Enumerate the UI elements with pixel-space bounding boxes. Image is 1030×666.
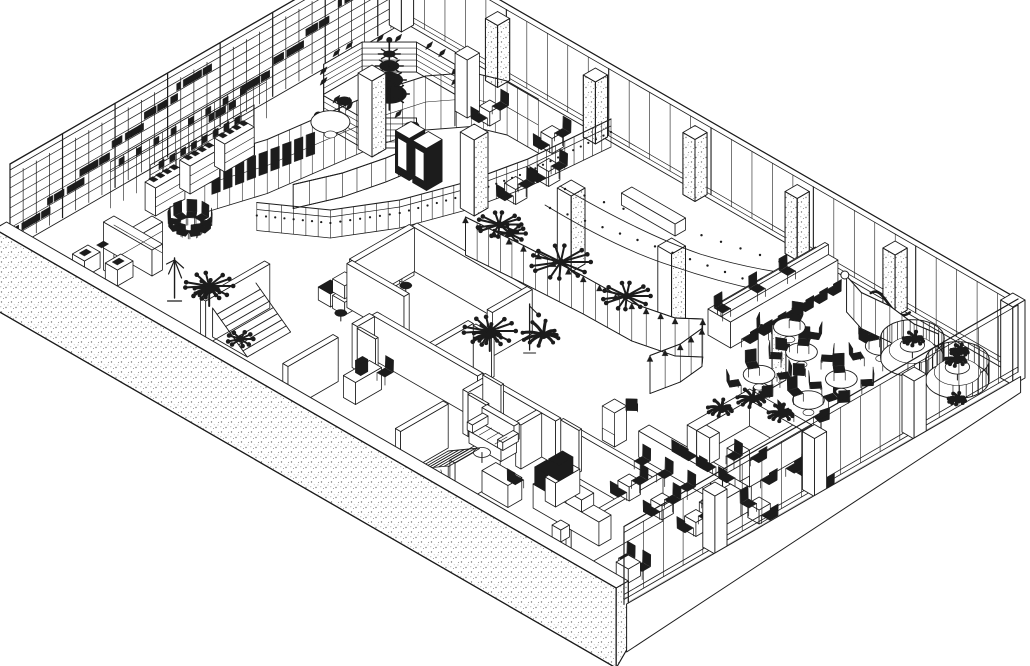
- nw-library-shelving-wall: [9, 0, 405, 251]
- window-bench: [621, 186, 686, 237]
- library-zone-furniture: [72, 88, 510, 302]
- kitchen-servery: [481, 450, 652, 584]
- umbrella-plant: [225, 329, 256, 349]
- vending-machines: [394, 121, 443, 191]
- hooded-chair: [601, 398, 639, 448]
- cafe-tables: [496, 115, 572, 205]
- palm-plant-b: [461, 314, 519, 352]
- floor-bush: [520, 318, 561, 348]
- library-inner-stacks: [110, 71, 267, 209]
- sw-plinth-wall: [0, 221, 629, 666]
- ne-glass-curtain-wall: [388, 0, 1026, 386]
- se-glass-curtain-wall: [623, 298, 1019, 606]
- facade-base-band: [626, 376, 1022, 653]
- starburst-plants: [475, 210, 653, 312]
- sofa-lounge: [466, 404, 520, 463]
- palm-plant-a: [183, 270, 236, 307]
